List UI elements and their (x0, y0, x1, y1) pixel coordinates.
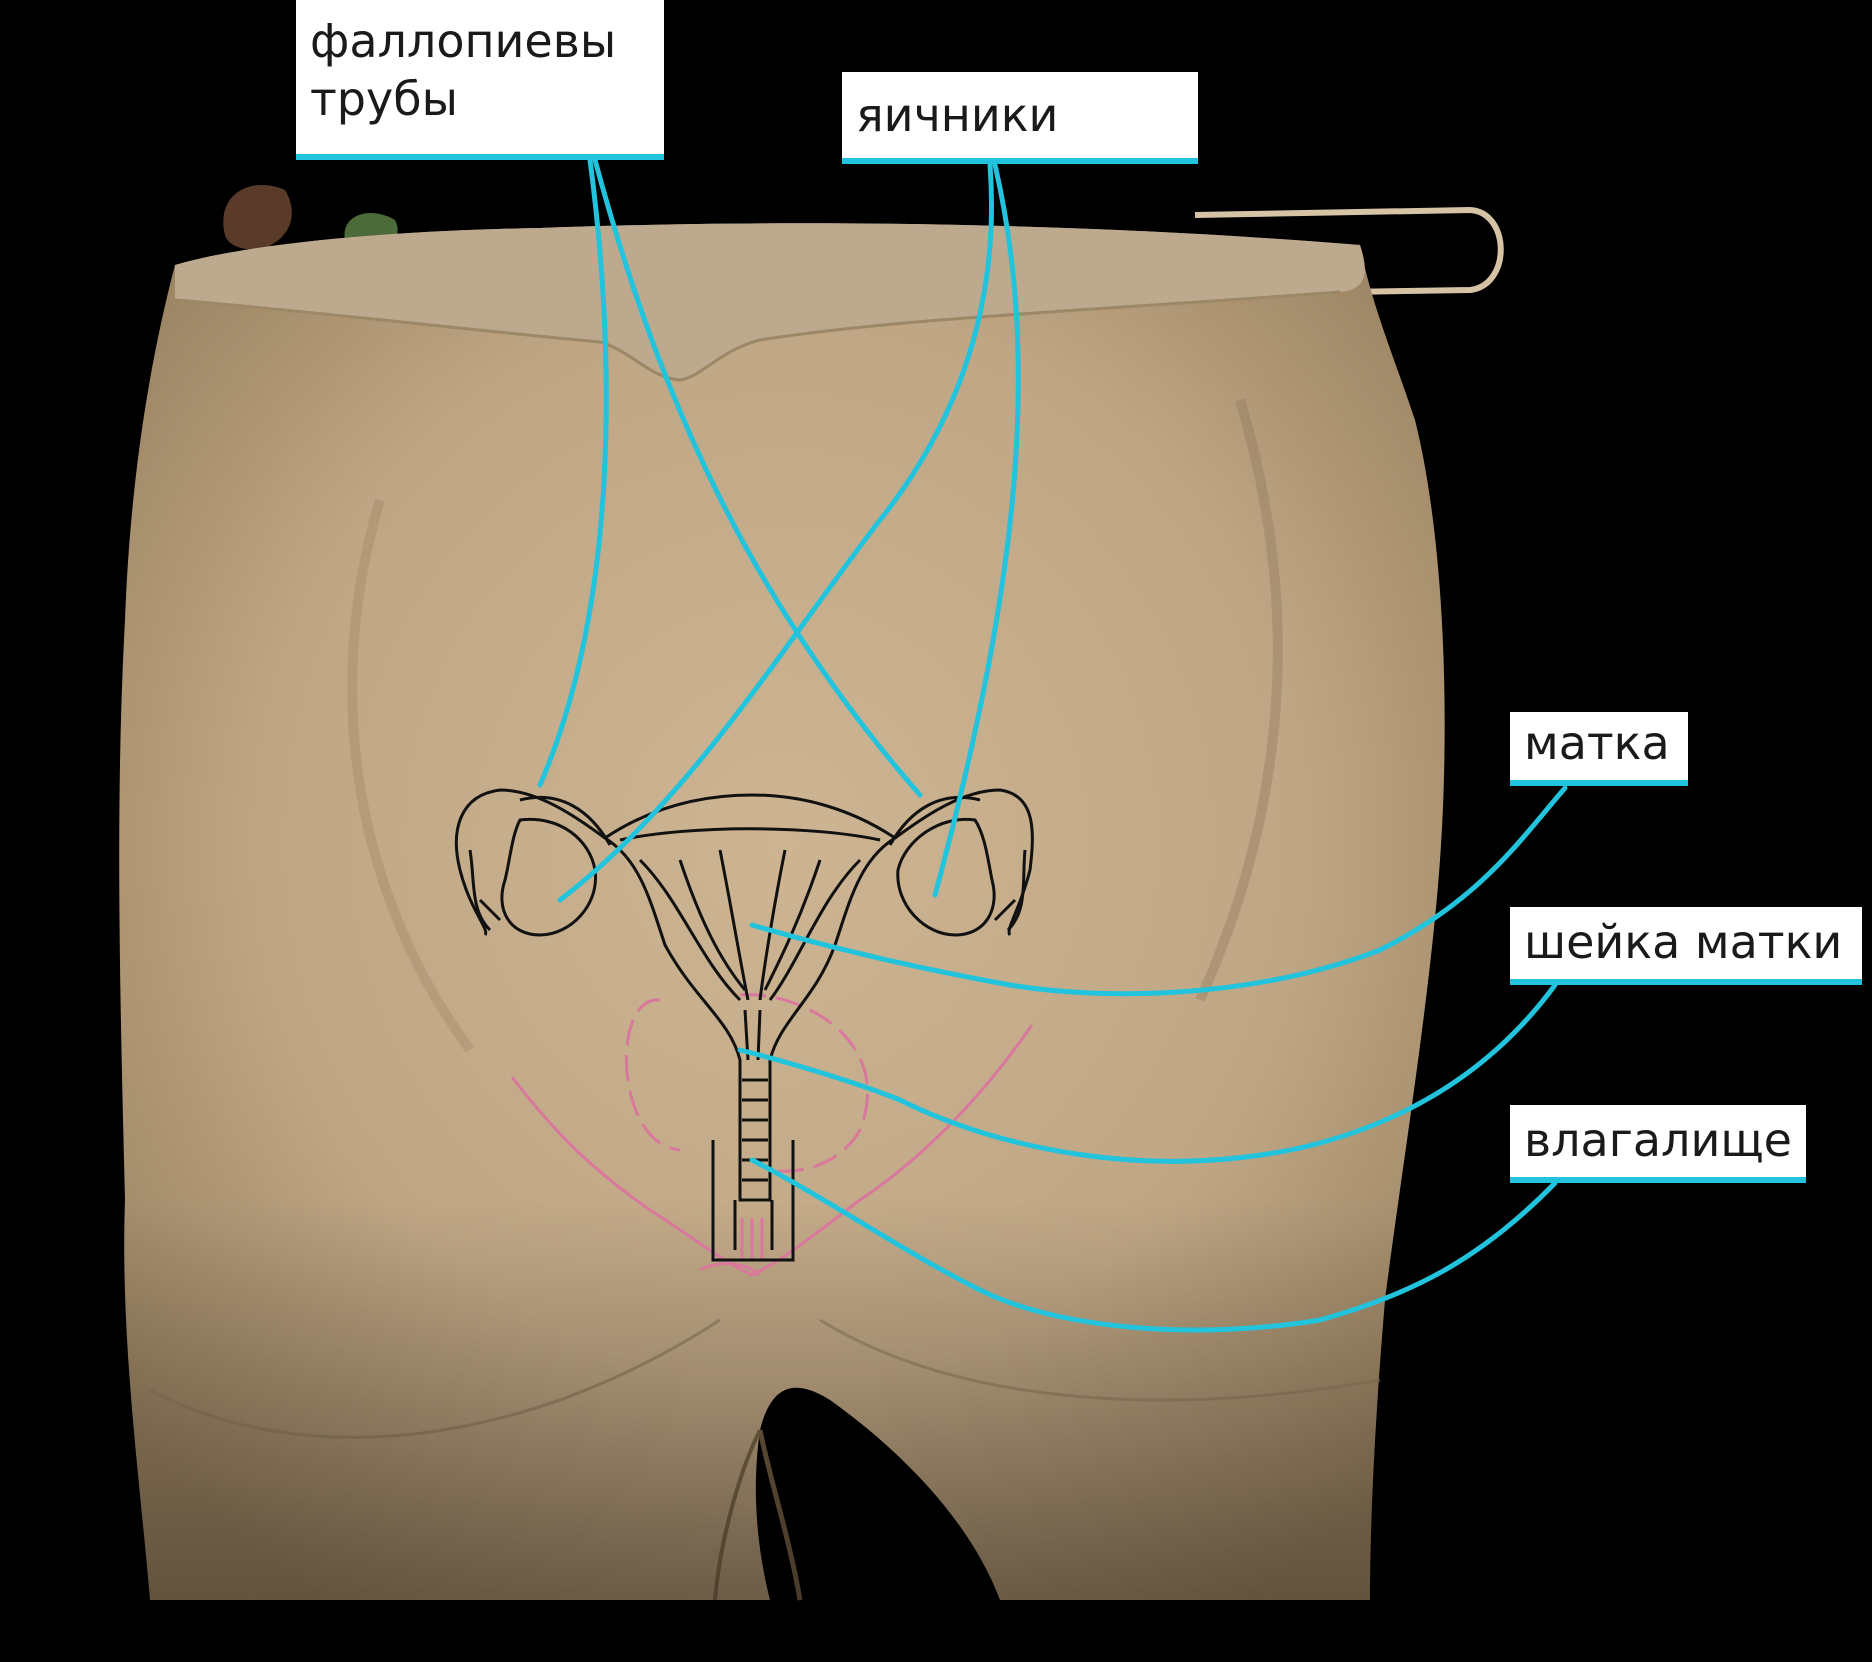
label-uterus: матка (1510, 712, 1688, 786)
leader-uterus (749, 785, 1568, 997)
label-fallopian-tubes-line1: фаллопиевы (310, 14, 617, 68)
label-cervix: шейка матки (1510, 907, 1862, 985)
leader-vagina (749, 1157, 1558, 1333)
label-vagina: влагалище (1510, 1105, 1806, 1183)
leader-fallopian-right (592, 157, 923, 798)
leader-ovary-left (557, 162, 995, 903)
leader-fallopian-left (537, 157, 609, 788)
label-fallopian-tubes-line2: трубы (310, 72, 458, 126)
label-fallopian-tubes: фаллопиевы трубы (296, 0, 664, 160)
label-ovaries: яичники (842, 72, 1198, 164)
torso-illustration (119, 185, 1504, 1601)
leader-ovary-right (932, 162, 1021, 898)
leader-lines (537, 157, 1568, 1333)
leader-cervix (737, 982, 1558, 1164)
vulva-outline (510, 993, 1034, 1277)
